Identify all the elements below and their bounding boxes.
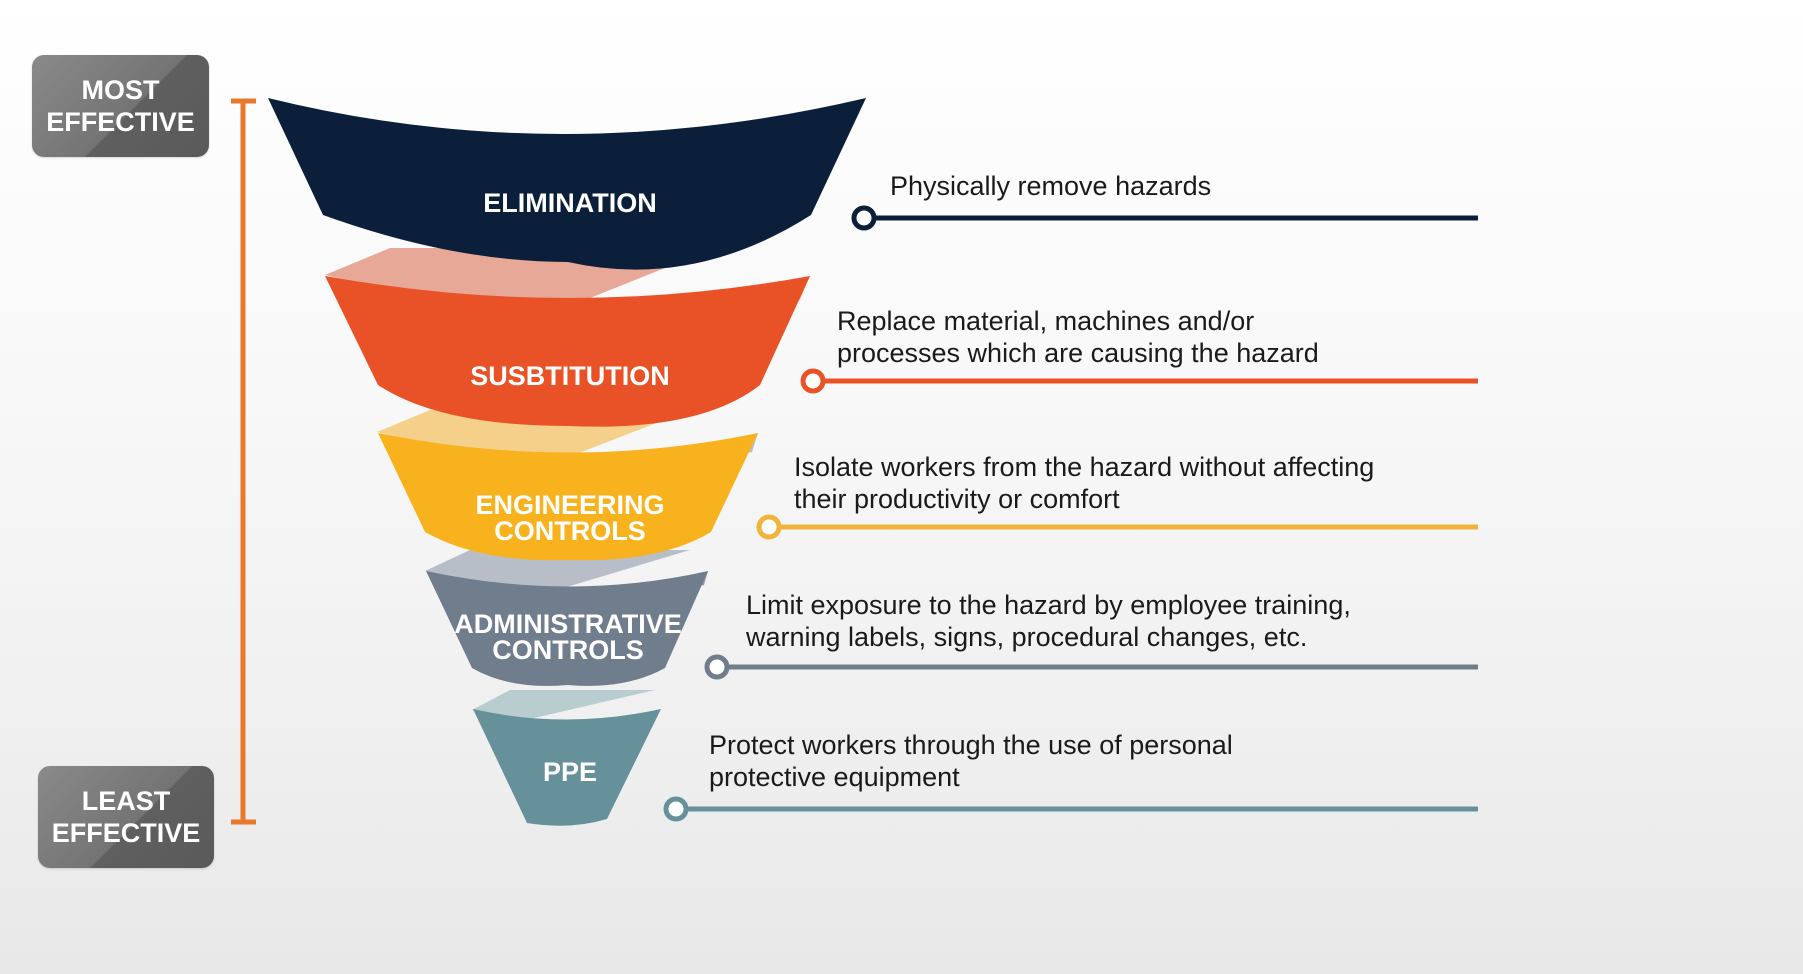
tier-ppe [473, 709, 661, 826]
description-engineering-line-1: Isolate workers from the hazard without … [794, 452, 1375, 482]
least-effective-badge: LEAST EFFECTIVE [38, 766, 214, 868]
description-administrative-line-2: warning labels, signs, procedural change… [746, 622, 1308, 652]
label-substitution: SUSBTITUTION [470, 361, 670, 391]
description-elimination: Physically remove hazards [890, 170, 1211, 202]
least-effective-line-1: LEAST [81, 786, 171, 816]
leader-ppe [663, 796, 1478, 822]
least-effective-line-2: EFFECTIVE [51, 818, 201, 848]
tier-elimination [268, 98, 866, 270]
label-ppe: PPE [543, 757, 597, 787]
description-administrative: Limit exposure to the hazard by employee… [746, 589, 1351, 653]
leader-elimination [851, 205, 1478, 231]
tier-engineering [378, 433, 758, 561]
label-engineering-line-1: ENGINEERING [475, 490, 664, 520]
leader-administrative [704, 654, 1478, 680]
most-effective-line-2: EFFECTIVE [46, 107, 195, 137]
description-substitution-line-1: Replace material, machines and/or [837, 306, 1255, 336]
description-elimination-line-1: Physically remove hazards [890, 171, 1212, 201]
leader-substitution [800, 368, 1478, 394]
description-substitution: Replace material, machines and/or proces… [837, 305, 1319, 369]
tier-substitution [325, 276, 810, 427]
description-substitution-line-2: processes which are causing the hazard [837, 338, 1319, 368]
most-effective-line-1: MOST [81, 75, 160, 105]
description-engineering: Isolate workers from the hazard without … [794, 451, 1374, 515]
label-administrative-line-2: CONTROLS [492, 635, 644, 665]
description-administrative-line-1: Limit exposure to the hazard by employee… [746, 590, 1351, 620]
description-ppe-line-1: Protect workers through the use of perso… [709, 730, 1233, 760]
description-ppe: Protect workers through the use of perso… [709, 729, 1233, 793]
label-administrative-line-1: ADMINISTRATIVE [454, 609, 682, 639]
effectiveness-scale-bar [231, 98, 256, 825]
tier-administrative [426, 571, 708, 686]
description-ppe-line-2: protective equipment [709, 762, 960, 792]
label-elimination: ELIMINATION [483, 188, 656, 218]
most-effective-badge: MOST EFFECTIVE [32, 55, 209, 157]
label-engineering-line-2: CONTROLS [494, 516, 646, 546]
leader-engineering [756, 514, 1478, 540]
description-engineering-line-2: their productivity or comfort [794, 484, 1120, 514]
